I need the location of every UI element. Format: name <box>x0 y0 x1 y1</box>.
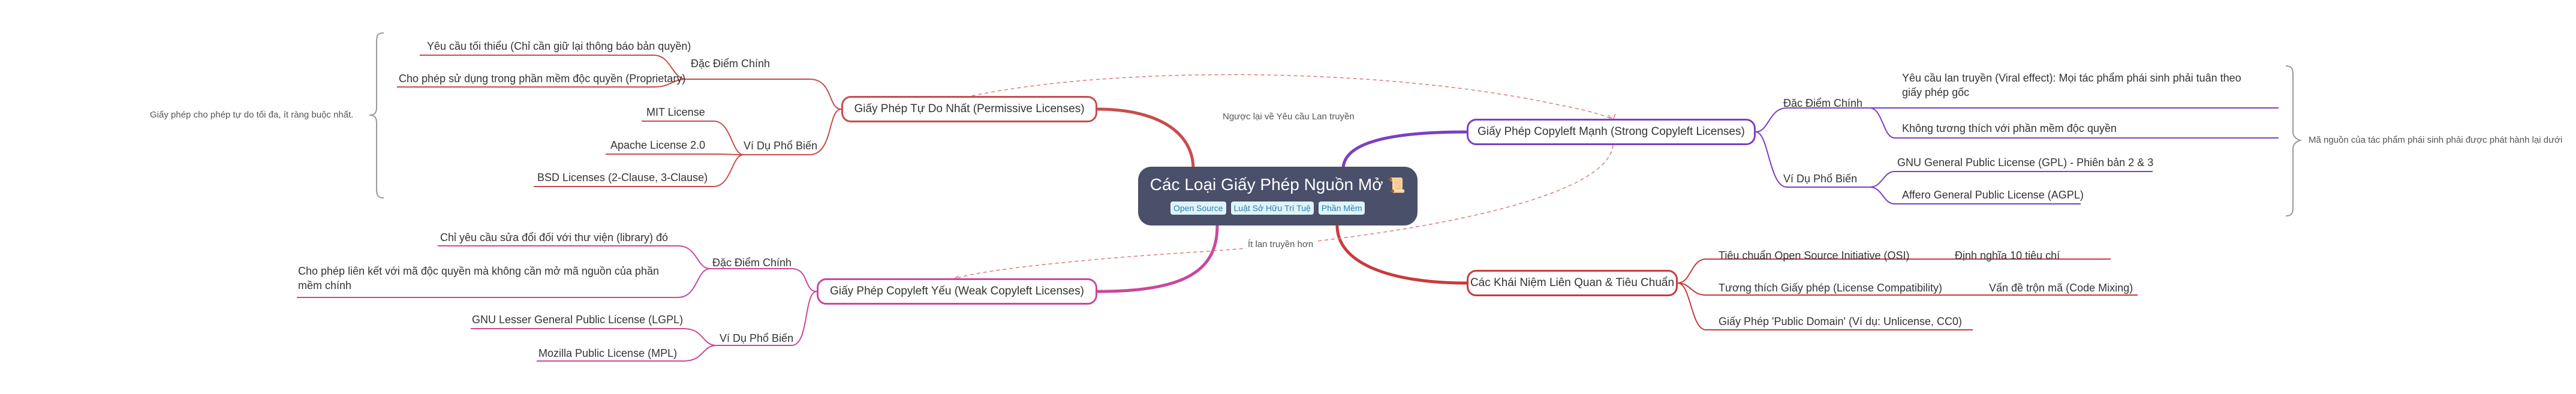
weak-examples-label[interactable]: Ví Dụ Phổ Biến <box>720 332 794 344</box>
edge-root-concepts <box>1335 225 1467 285</box>
branch-strong-label: Giấy Phép Copyleft Mạnh (Strong Copyleft… <box>1477 125 1745 138</box>
scroll-icon: 📜 <box>1388 178 1406 194</box>
permissive-example-item[interactable]: MIT License <box>646 106 705 118</box>
strong-feature-item[interactable]: Yêu cầu lan truyền (Viral effect): Mọi t… <box>1902 72 2241 98</box>
weak-feature-item[interactable]: Cho phép liên kết với mã độc quyền mà kh… <box>298 265 659 291</box>
weak-feature-item[interactable]: Chỉ yêu cầu sửa đổi đối với thư viện (li… <box>440 231 669 243</box>
edge-root-permissive <box>1097 107 1195 170</box>
weak-features-label[interactable]: Đặc Điểm Chính <box>712 257 792 269</box>
branch-weak[interactable]: Giấy Phép Copyleft Yếu (Weak Copyleft Li… <box>817 278 1097 305</box>
edge-weak-examples <box>791 291 817 346</box>
strong-example-item[interactable]: Affero General Public License (AGPL) <box>1902 189 2084 201</box>
permissive-feature-item[interactable]: Cho phép sử dụng trong phần mềm độc quyề… <box>399 73 686 85</box>
permissive-summary: Giấy phép cho phép tự do tối đa, ít ràng… <box>150 110 354 120</box>
brace-strong <box>2285 65 2303 216</box>
root-tag[interactable]: Open Source <box>1170 201 1226 215</box>
weak-example-item[interactable]: Mozilla Public License (MPL) <box>538 347 678 359</box>
permissive-examples-label[interactable]: Ví Dụ Phổ Biến <box>744 140 818 152</box>
edge-permissive-examples <box>809 109 842 155</box>
strong-summary: Mã nguồn của tác phẩm phái sinh phải đượ… <box>2309 135 2563 145</box>
root-tags: Open Source Luật Sở Hữu Trí Tuệ Phần Mềm <box>1149 201 1407 215</box>
edge-strong-features <box>1755 107 1787 133</box>
concepts-item[interactable]: Giấy Phép 'Public Domain' (Ví dụ: Unlice… <box>1719 315 1963 327</box>
concepts-item[interactable]: Tương thích Giấy phép (License Compatibi… <box>1719 282 1943 294</box>
branch-strong[interactable]: Giấy Phép Copyleft Mạnh (Strong Copyleft… <box>1467 119 1756 145</box>
strong-examples-label[interactable]: Ví Dụ Phổ Biến <box>1783 173 1858 185</box>
relation-less-viral-label: Ít lan truyền hơn <box>1246 239 1316 249</box>
root-title: Các Loại Giấy Phép Nguồn Mở 📜 <box>1149 174 1407 197</box>
concepts-item[interactable]: Tiêu chuẩn Open Source Initiative (OSI) <box>1719 249 1910 261</box>
weak-example-item[interactable]: GNU Lesser General Public License (LGPL) <box>472 314 684 326</box>
strong-features-label[interactable]: Đặc Điểm Chính <box>1783 97 1863 109</box>
branch-permissive-label: Giấy Phép Tự Do Nhất (Permissive License… <box>854 103 1085 115</box>
permissive-features-label[interactable]: Đặc Điểm Chính <box>691 58 771 70</box>
branch-weak-label: Giấy Phép Copyleft Yếu (Weak Copyleft Li… <box>830 285 1084 297</box>
permissive-feature-item[interactable]: Yêu cầu tối thiểu (Chỉ cần giữ lại thông… <box>427 40 691 52</box>
strong-feature-item[interactable]: Không tương thích với phần mềm độc quyền <box>1902 122 2117 134</box>
branch-concepts[interactable]: Các Khái Niệm Liên Quan & Tiêu Chuẩn <box>1467 270 1678 296</box>
edge-root-strong <box>1341 130 1467 170</box>
brace-permissive <box>369 32 384 198</box>
relation-opposite <box>965 74 1614 121</box>
concepts-sub-item[interactable]: Vấn đề trộn mã (Code Mixing) <box>1989 282 2133 294</box>
permissive-example-item[interactable]: Apache License 2.0 <box>610 139 706 151</box>
edge-root-weak <box>1097 225 1219 293</box>
edge-strong-examples <box>1755 131 1787 188</box>
branch-concepts-label: Các Khái Niệm Liên Quan & Tiêu Chuẩn <box>1470 276 1675 289</box>
root-tag[interactable]: Luật Sở Hữu Trí Tuệ <box>1230 201 1314 215</box>
root-node[interactable]: Các Loại Giấy Phép Nguồn Mở 📜 Open Sourc… <box>1138 167 1418 225</box>
concepts-sub-item[interactable]: Định nghĩa 10 tiêu chí <box>1955 249 2060 261</box>
branch-permissive[interactable]: Giấy Phép Tự Do Nhất (Permissive License… <box>841 96 1097 122</box>
root-tag[interactable]: Phần Mềm <box>1318 201 1365 215</box>
relation-opposite-label: Ngược lại về Yêu cầu Lan truyền <box>1221 112 1356 122</box>
strong-example-item[interactable]: GNU General Public License (GPL) - Phiên… <box>1897 157 2154 169</box>
edge-permissive-features <box>809 79 842 110</box>
permissive-example-item[interactable]: BSD Licenses (2-Clause, 3-Clause) <box>537 172 708 184</box>
root-title-text: Các Loại Giấy Phép Nguồn Mở <box>1149 175 1383 194</box>
edge-weak-features <box>791 268 817 292</box>
